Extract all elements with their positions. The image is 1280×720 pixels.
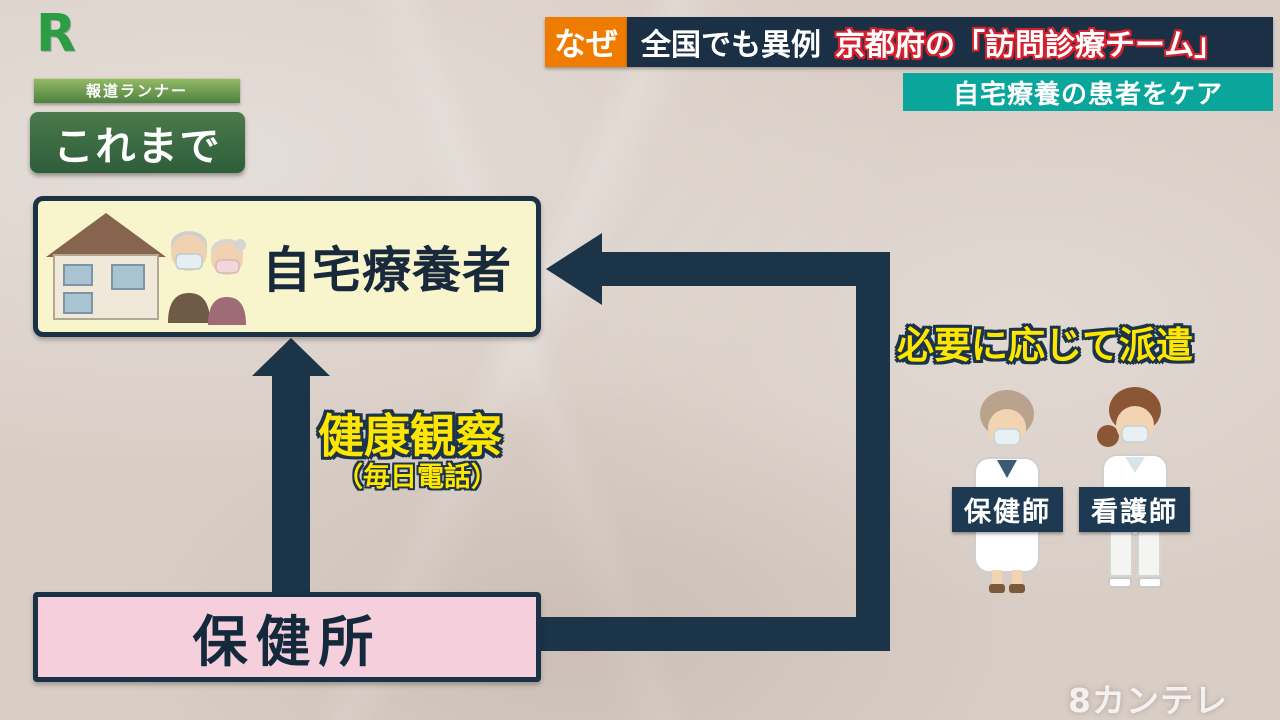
health-center-box: 保健所 (33, 592, 541, 682)
program-banner: 報道ランナー (34, 78, 240, 103)
patient-label: 自宅療養者 (262, 242, 513, 299)
arrow-loop-top-segment (600, 252, 856, 286)
subheadline-banner: 自宅療養の患者をケア (903, 73, 1273, 111)
arrow-loop-head (546, 233, 602, 305)
observation-note: （毎日電話） (336, 462, 498, 493)
headline-highlight: 京都府の「訪問診療チーム」 (835, 28, 1225, 63)
program-banner-label: 報道ランナー (85, 82, 188, 100)
house-and-elderly-couple-icon (46, 212, 246, 325)
subheadline-label: 自宅療養の患者をケア (952, 79, 1223, 110)
arrow-loop-bottom-segment (538, 617, 890, 651)
channel-watermark: 8カンテレ (1068, 681, 1228, 720)
headline-bar: 全国でも異例 京都府の「訪問診療チーム」 (627, 17, 1273, 67)
dispatch-label: 必要に応じて派遣 (897, 324, 1193, 367)
section-label: これまで (30, 112, 245, 173)
health-center-label: 保健所 (192, 610, 382, 674)
observation-label: 健康観察 (318, 409, 502, 463)
staff-label-nurse: 看護師 (1079, 487, 1190, 532)
channel-logo: R (36, 4, 77, 64)
headline-main: 全国でも異例 (641, 28, 821, 63)
topic-tag: なぜ (545, 17, 627, 67)
public-health-nurse-figure (974, 390, 1040, 593)
arrow-healthcenter-to-patient-head (252, 338, 330, 376)
staff-label-public-health-nurse: 保健師 (952, 487, 1063, 532)
patient-box: 自宅療養者 (33, 196, 541, 337)
arrow-loop-vertical-segment (856, 252, 890, 651)
arrow-healthcenter-to-patient-shaft (272, 372, 310, 594)
